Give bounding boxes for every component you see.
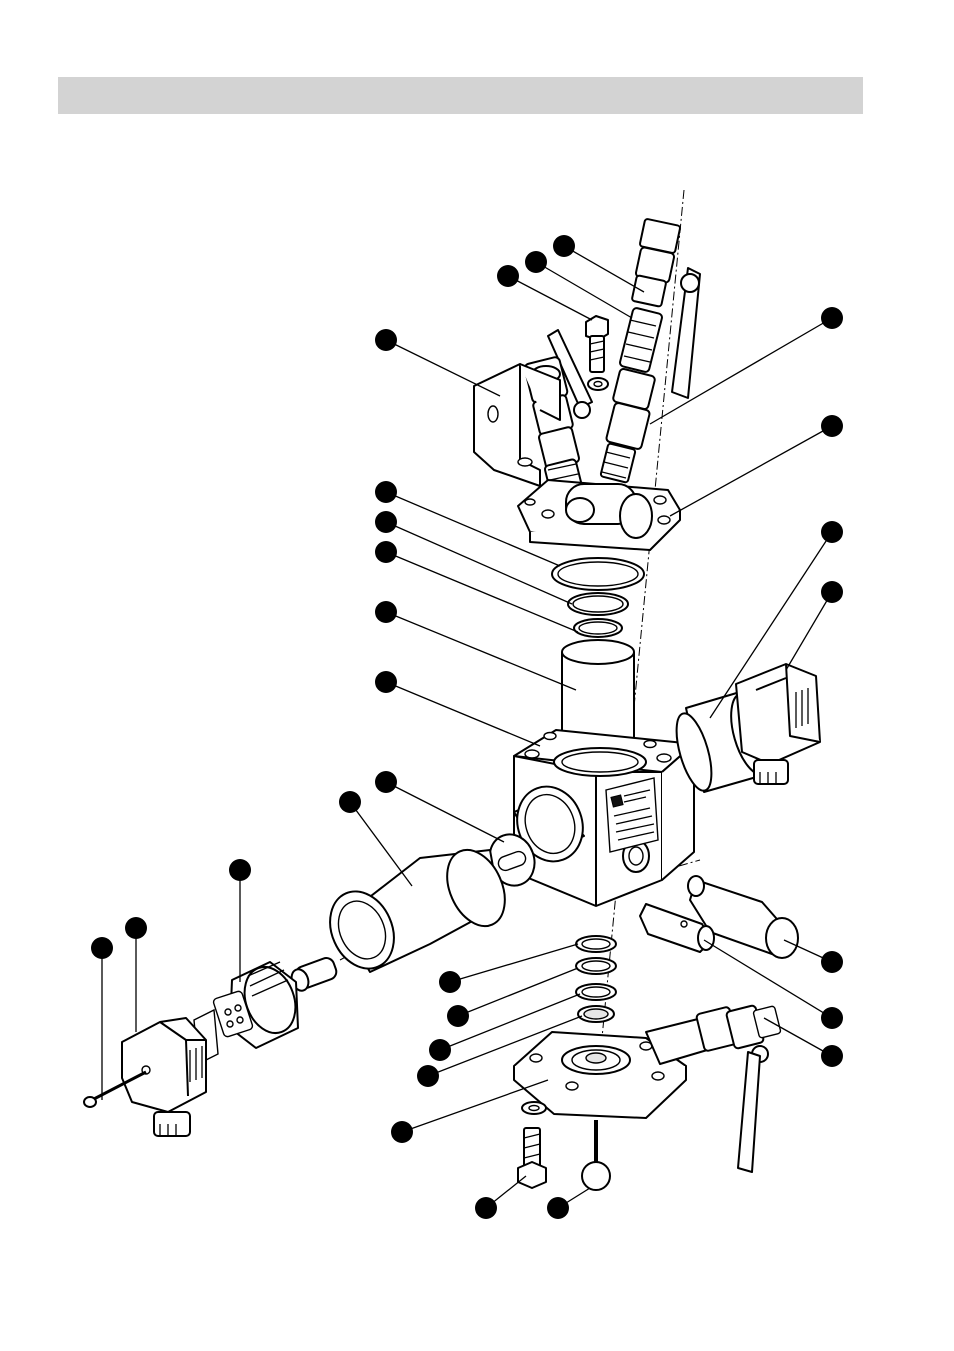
- callout-c06: [821, 415, 843, 437]
- o-ring-large: [551, 557, 645, 591]
- left-connector-plug: [121, 1017, 207, 1137]
- callout-c04: [375, 329, 397, 351]
- header-bar: [58, 77, 863, 114]
- bottom-flange: [513, 1031, 687, 1119]
- top-ball-valve-right: [599, 218, 701, 484]
- right-sensor-connector: [735, 663, 821, 785]
- bottom-washer: [521, 1101, 547, 1115]
- switch-housing: [212, 961, 299, 1049]
- plug-sensor-long: [687, 875, 799, 959]
- mounting-bracket: [473, 363, 561, 487]
- callout-c17: [125, 917, 147, 939]
- callout-c21: [821, 1045, 843, 1067]
- callout-c03: [497, 265, 519, 287]
- callout-c18: [91, 937, 113, 959]
- bottom-seal: [577, 1005, 615, 1023]
- bottom-ring-2: [575, 957, 617, 975]
- o-ring-small-2: [573, 618, 623, 638]
- callout-c28: [547, 1197, 569, 1219]
- callout-c16: [229, 859, 251, 881]
- top-manifold-flange: [517, 479, 681, 551]
- left-chamber: [329, 848, 506, 973]
- left-port-threads: [513, 785, 585, 863]
- callout-c12: [821, 521, 843, 543]
- bottom-ball-valve: [645, 1004, 782, 1173]
- callout-c10: [375, 601, 397, 623]
- drain-ball: [581, 1120, 611, 1191]
- callout-c15: [339, 791, 361, 813]
- callout-c23: [447, 1005, 469, 1027]
- callout-c05: [821, 307, 843, 329]
- callout-c26: [391, 1121, 413, 1143]
- bottom-ring-3: [575, 983, 617, 1001]
- nameplate: [605, 777, 659, 853]
- callout-c14: [375, 771, 397, 793]
- top-bolt: [585, 315, 609, 391]
- callout-c08: [375, 511, 397, 533]
- long-screw: [83, 1070, 147, 1108]
- callout-c20: [821, 1007, 843, 1029]
- bottom-ring-1: [575, 935, 617, 953]
- callout-c27: [475, 1197, 497, 1219]
- callout-c25: [417, 1065, 439, 1087]
- callout-c24: [429, 1039, 451, 1061]
- callout-c19: [821, 951, 843, 973]
- callout-c13: [821, 581, 843, 603]
- callout-c01: [553, 235, 575, 257]
- callout-c07: [375, 481, 397, 503]
- callout-c09: [375, 541, 397, 563]
- callout-c22: [439, 971, 461, 993]
- callout-c11: [375, 671, 397, 693]
- o-ring-small-1: [567, 592, 629, 616]
- callout-c02: [525, 251, 547, 273]
